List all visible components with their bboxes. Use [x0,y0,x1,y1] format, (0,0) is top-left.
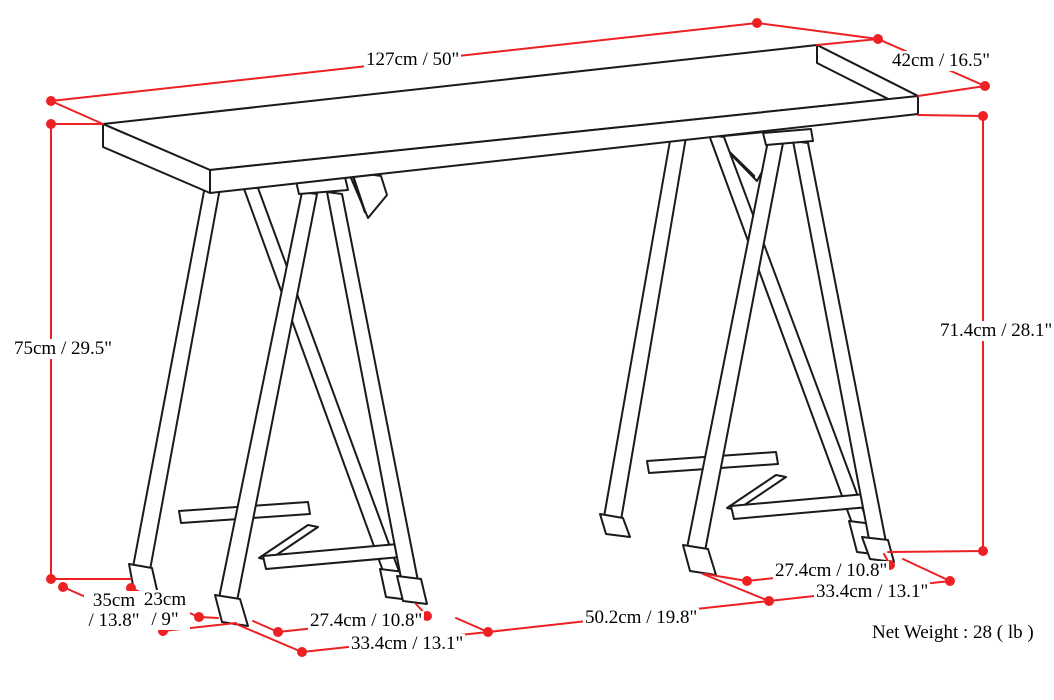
left-front-left-foot [214,594,249,627]
foot-depth-outer-in: / 13.8" [88,610,140,631]
dim-label-left-feet-outer: 33.4cm / 13.1" [349,633,466,654]
table-top [102,44,919,194]
right-beam [762,128,814,146]
right-front-right-foot [861,536,895,563]
dim-label-right-feet-inner: 27.4cm / 10.8" [773,560,890,581]
foot-depth-inner-cm: 23cm [143,589,187,610]
left-front-right-foot [396,575,428,605]
dim-label-between-trestles: 50.2cm / 19.8" [583,607,700,628]
dimension-dots [46,18,990,657]
dim-label-height-underside: 71.4cm / 28.1" [938,320,1054,341]
dim-label-height-overall: 75cm / 29.5" [12,338,114,359]
net-weight-label: Net Weight : 28 ( lb ) [872,622,1034,643]
dim-label-foot-depth-outer: 35cm / 13.8" [84,591,144,631]
right-back-left-foot [599,513,631,538]
foot-depth-inner-in: / 9" [151,609,179,630]
dim-label-top-depth: 42cm / 16.5" [890,50,992,71]
left-end-face [102,123,211,194]
right-front-left-foot [682,544,717,576]
foot-depth-outer-cm: 35cm [92,590,136,611]
left-trestle [128,170,428,627]
dim-label-right-feet-outer: 33.4cm / 13.1" [814,581,931,602]
dim-label-left-feet-inner: 27.4cm / 10.8" [308,610,425,631]
right-trestle [599,128,895,576]
dim-label-top-length: 127cm / 50" [364,49,462,70]
dim-label-foot-depth-inner: 23cm / 9" [140,590,190,630]
